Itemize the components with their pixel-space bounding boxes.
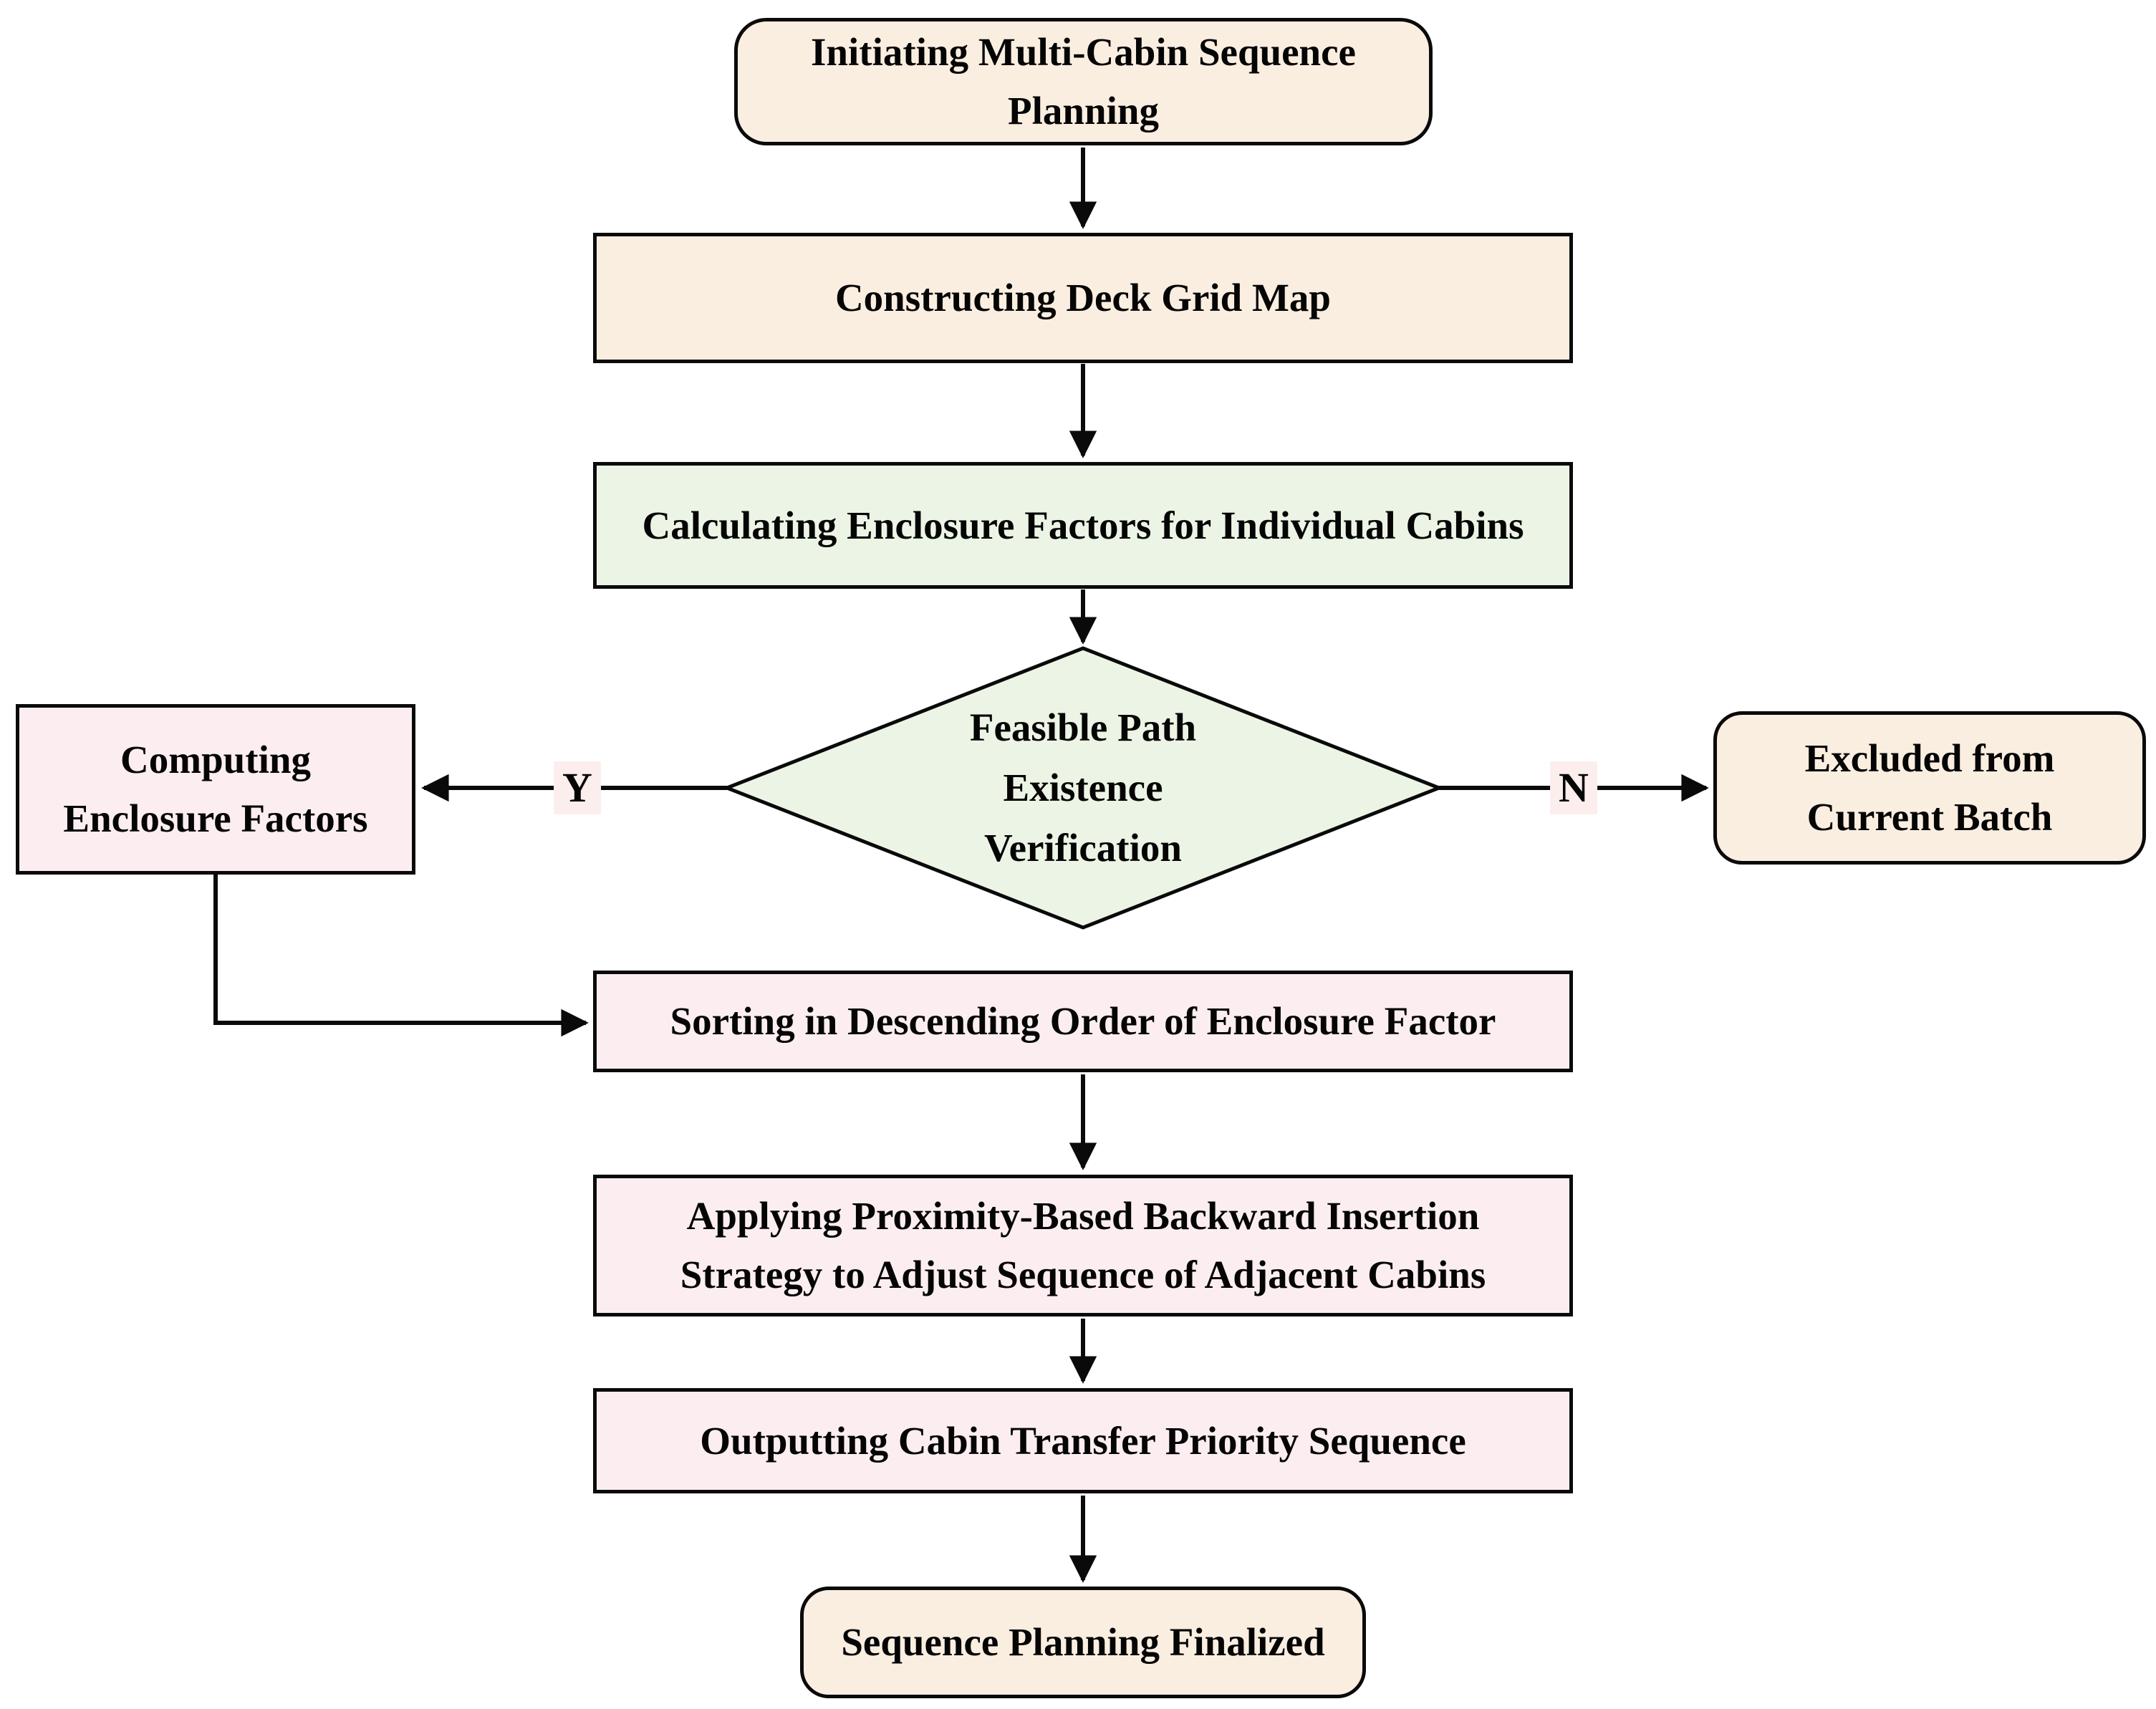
edge-label-no: N bbox=[1550, 761, 1597, 814]
node-excluded-line2: Current Batch bbox=[1806, 795, 2053, 839]
node-outputting-line1: Outputting Cabin Transfer Priority Seque… bbox=[700, 1418, 1466, 1463]
node-start: Initiating Multi-Cabin Sequence Planning bbox=[734, 18, 1433, 145]
node-computing-line1: Computing bbox=[120, 738, 311, 781]
node-sorting-line1: Sorting in Descending Order of Enclosure… bbox=[670, 999, 1496, 1043]
node-sorting-descending-order: Sorting in Descending Order of Enclosure… bbox=[593, 971, 1573, 1072]
edge-label-yes: Y bbox=[554, 761, 601, 814]
node-applying-backward-insertion: Applying Proximity-Based Backward Insert… bbox=[593, 1175, 1573, 1316]
node-calculating-enclosure-factors: Calculating Enclosure Factors for Indivi… bbox=[593, 462, 1573, 589]
node-sequence-planning-finalized: Sequence Planning Finalized bbox=[800, 1587, 1366, 1698]
node-calc-line1: Calculating Enclosure Factors for Indivi… bbox=[642, 503, 1524, 547]
node-applying-line2: Strategy to Adjust Sequence of Adjacent … bbox=[680, 1253, 1486, 1296]
node-decision-line3: Verification bbox=[984, 826, 1182, 870]
node-applying-line1: Applying Proximity-Based Backward Insert… bbox=[686, 1194, 1480, 1238]
node-decision-line1: Feasible Path bbox=[969, 706, 1197, 749]
node-start-line2: Planning bbox=[1008, 89, 1159, 133]
node-excluded-line1: Excluded from bbox=[1804, 736, 2055, 780]
node-start-line1: Initiating Multi-Cabin Sequence bbox=[811, 30, 1356, 74]
node-decision-text: Feasible Path Existence Verification bbox=[727, 648, 1439, 928]
node-constructing-deck-grid-map: Constructing Deck Grid Map bbox=[593, 233, 1573, 363]
node-computing-line2: Enclosure Factors bbox=[63, 796, 368, 840]
node-decision-line2: Existence bbox=[1003, 766, 1163, 809]
node-outputting-priority-sequence: Outputting Cabin Transfer Priority Seque… bbox=[593, 1388, 1573, 1493]
node-deck-line1: Constructing Deck Grid Map bbox=[834, 276, 1332, 319]
node-computing-enclosure-factors: Computing Enclosure Factors bbox=[16, 704, 415, 875]
arrow-computing-to-sorting-elbow bbox=[213, 875, 589, 1037]
node-final-line1: Sequence Planning Finalized bbox=[841, 1620, 1325, 1664]
node-excluded-from-current-batch: Excluded from Current Batch bbox=[1713, 711, 2146, 865]
decision-diamond-shape bbox=[722, 646, 1444, 930]
